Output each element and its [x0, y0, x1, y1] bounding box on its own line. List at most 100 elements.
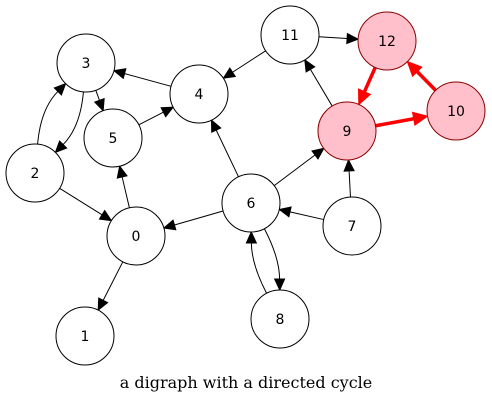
edge-4-to-3 [112, 68, 172, 87]
node-label: 5 [109, 131, 118, 147]
node-label: 1 [81, 329, 90, 345]
node-circle [169, 64, 229, 124]
edge-arrowhead [53, 82, 67, 96]
edge-arrowhead [343, 158, 355, 172]
edge-line [121, 176, 130, 208]
edge-12-to-9 [358, 66, 377, 106]
edge-0-to-5 [116, 165, 130, 208]
node-11[interactable]: 11 [260, 5, 320, 65]
edge-6-to-0 [162, 210, 224, 231]
node-9[interactable]: 9 [317, 101, 377, 161]
node-5[interactable]: 5 [83, 108, 143, 168]
node-label: 8 [276, 312, 285, 328]
edge-arrowhead [304, 58, 316, 73]
edge-line [95, 90, 100, 101]
node-circle [221, 173, 281, 233]
edge-line [415, 70, 437, 92]
graph-caption: a digraph with a directed cycle [120, 373, 373, 392]
node-circle [55, 306, 115, 366]
edge-arrowhead [358, 88, 372, 106]
node-circle [56, 33, 116, 93]
node-label: 3 [82, 56, 91, 72]
edge-11-to-4 [222, 50, 266, 79]
node-2[interactable]: 2 [5, 143, 65, 203]
edge-6-to-8 [263, 228, 286, 292]
node-label: 11 [281, 28, 299, 44]
edge-3-to-2 [54, 91, 84, 154]
node-12[interactable]: 12 [357, 11, 417, 71]
edge-line [102, 261, 124, 301]
edge-arrowhead [54, 140, 68, 154]
node-3[interactable]: 3 [56, 33, 116, 93]
edge-line [37, 91, 59, 145]
edge-arrowhead [93, 97, 105, 112]
node-circle [426, 81, 486, 141]
edge-line [138, 111, 164, 126]
edge-10-to-12 [406, 60, 437, 92]
node-circle [83, 108, 143, 168]
edge-arrowhead [98, 209, 113, 222]
node-circle [5, 143, 65, 203]
edge-line [263, 228, 281, 280]
edge-line [362, 66, 377, 93]
edge-line [250, 242, 268, 294]
edge-0-to-1 [97, 261, 124, 312]
node-circle [106, 206, 166, 266]
node-0[interactable]: 0 [106, 206, 166, 266]
node-label: 4 [195, 87, 204, 103]
edge-arrowhead [97, 297, 109, 312]
edge-line [62, 91, 84, 145]
edge-line [289, 211, 324, 221]
edges-layer [37, 32, 437, 312]
node-label: 7 [348, 219, 357, 235]
edge-2-to-0 [59, 187, 113, 222]
node-circle [250, 289, 310, 349]
edge-line [174, 210, 224, 226]
edge-line [124, 73, 172, 87]
edge-9-to-10 [375, 111, 429, 128]
node-label: 12 [378, 34, 396, 50]
edge-2-to-3 [37, 82, 67, 145]
node-label: 2 [31, 166, 40, 182]
edge-line [348, 170, 351, 198]
edge-6-to-4 [210, 119, 239, 178]
edge-7-to-9 [343, 158, 355, 198]
edge-arrowhead [278, 206, 292, 218]
node-6[interactable]: 6 [221, 173, 281, 233]
node-circle [322, 196, 382, 256]
edge-line [215, 129, 239, 178]
edge-arrowhead [406, 60, 423, 78]
node-label: 10 [447, 104, 465, 120]
node-7[interactable]: 7 [322, 196, 382, 256]
edge-line [232, 50, 266, 73]
edge-arrowhead [245, 230, 258, 244]
edge-arrowhead [116, 165, 128, 179]
edge-8-to-6 [245, 230, 268, 294]
edge-arrowhead [112, 68, 127, 80]
edge-3-to-5 [93, 90, 105, 112]
node-10[interactable]: 10 [426, 81, 486, 141]
edge-line [273, 154, 316, 186]
node-4[interactable]: 4 [169, 64, 229, 124]
node-1[interactable]: 1 [55, 306, 115, 366]
edge-5-to-4 [138, 106, 175, 126]
node-label: 9 [343, 124, 352, 140]
node-circle [260, 5, 320, 65]
node-label: 0 [132, 229, 141, 245]
edge-arrowhead [160, 106, 175, 118]
edge-line [375, 117, 415, 128]
node-8[interactable]: 8 [250, 289, 310, 349]
edge-7-to-6 [278, 206, 324, 221]
edge-6-to-9 [273, 147, 325, 186]
edge-arrowhead [273, 278, 286, 292]
edge-line [318, 36, 348, 40]
edge-arrowhead [222, 67, 237, 79]
edge-line [309, 69, 333, 107]
edge-arrowhead [411, 111, 429, 127]
node-label: 6 [247, 196, 256, 212]
edge-arrowhead [210, 119, 222, 134]
edge-9-to-11 [304, 58, 333, 107]
